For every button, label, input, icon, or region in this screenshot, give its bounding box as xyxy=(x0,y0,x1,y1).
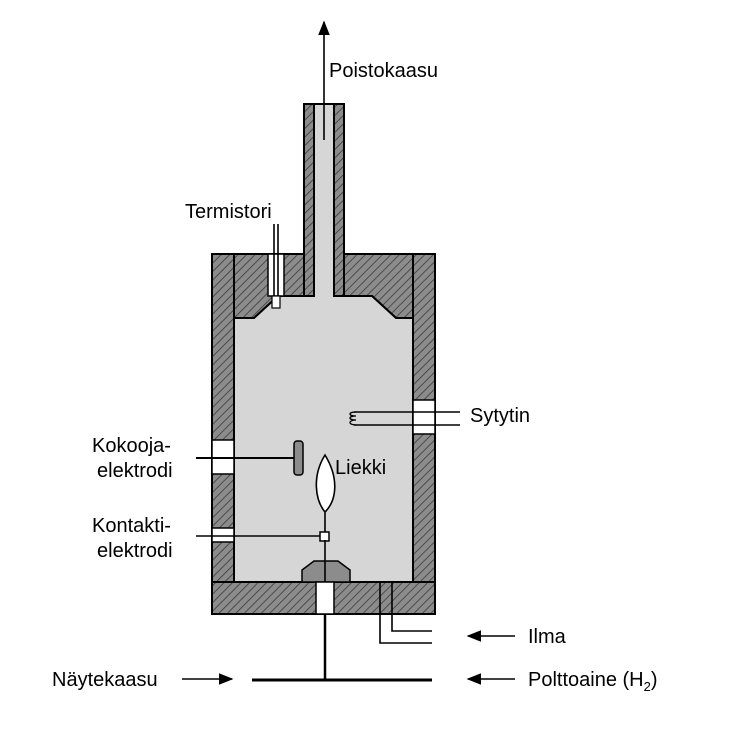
fuel-label: Polttoaine (H2) xyxy=(528,669,658,694)
fuel-label-text: Polttoaine (H xyxy=(528,669,644,691)
thermistor xyxy=(267,224,285,309)
flame-label: Liekki xyxy=(335,457,386,479)
collector-label-line1: Kokooja- xyxy=(92,435,171,457)
fuel-label-subscript: 2 xyxy=(644,679,651,694)
chimney-left-wall xyxy=(303,103,315,297)
left-outer-wall xyxy=(211,253,235,615)
gas-lines xyxy=(252,582,432,682)
thermistor-label: Termistori xyxy=(185,201,272,223)
collector-label-line2: elektrodi xyxy=(97,460,173,482)
contact-electrode xyxy=(196,527,330,543)
igniter xyxy=(349,399,460,435)
contact-label-line1: Kontakti- xyxy=(92,515,171,537)
exhaust-label: Poistokaasu xyxy=(329,60,438,82)
collector-electrode xyxy=(196,439,304,476)
fuel-label-close: ) xyxy=(651,669,658,691)
sample-gas-label: Näytekaasu xyxy=(52,669,158,691)
igniter-label: Sytytin xyxy=(470,405,530,427)
flame-icon xyxy=(315,453,336,532)
chimney-right-wall xyxy=(333,103,345,297)
contact-label-line2: elektrodi xyxy=(97,540,173,562)
air-label: Ilma xyxy=(528,626,567,648)
